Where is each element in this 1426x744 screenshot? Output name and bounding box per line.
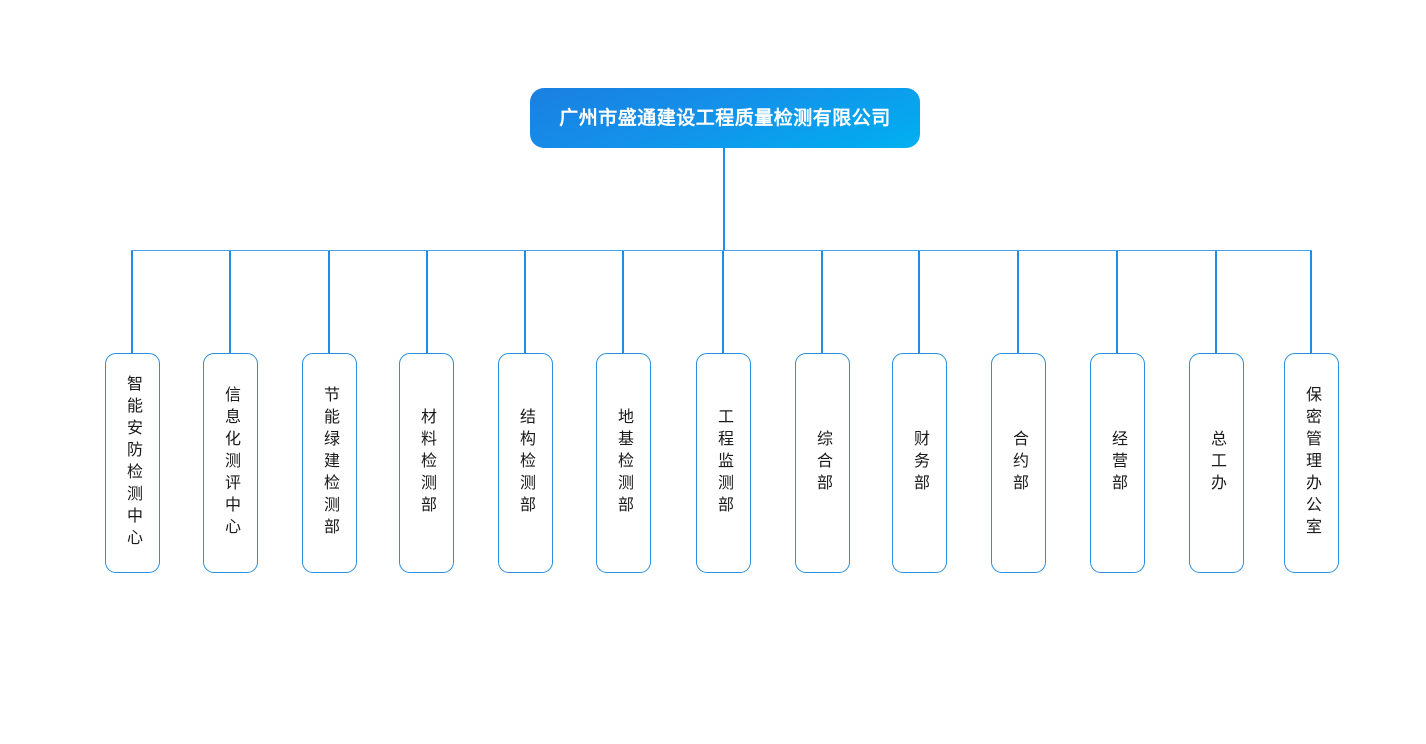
department-node-label: 节能绿建检测部 <box>321 386 338 540</box>
department-node-label: 财务部 <box>911 430 928 496</box>
department-node-10[interactable]: 合约部 <box>991 353 1046 573</box>
department-node-label: 综合部 <box>814 430 831 496</box>
department-node-label: 工程监测部 <box>715 408 732 518</box>
connector-drop-12 <box>1215 251 1217 355</box>
department-node-13[interactable]: 保密管理办公室 <box>1284 353 1339 573</box>
department-node-label: 信息化测评中心 <box>222 386 239 540</box>
connector-drop-7 <box>722 251 724 355</box>
department-node-label: 保密管理办公室 <box>1303 386 1320 540</box>
department-node-label: 合约部 <box>1010 430 1027 496</box>
department-node-7[interactable]: 工程监测部 <box>696 353 751 573</box>
connector-drop-10 <box>1017 251 1019 355</box>
connector-drop-6 <box>622 251 624 355</box>
department-node-11[interactable]: 经营部 <box>1090 353 1145 573</box>
department-node-label: 结构检测部 <box>517 408 534 518</box>
department-node-12[interactable]: 总工办 <box>1189 353 1244 573</box>
department-node-1[interactable]: 智能安防检测中心 <box>105 353 160 573</box>
org-root-label: 广州市盛通建设工程质量检测有限公司 <box>559 107 891 129</box>
department-node-5[interactable]: 结构检测部 <box>498 353 553 573</box>
department-node-label: 总工办 <box>1208 430 1225 496</box>
department-node-4[interactable]: 材料检测部 <box>399 353 454 573</box>
department-node-6[interactable]: 地基检测部 <box>596 353 651 573</box>
department-node-label: 智能安防检测中心 <box>124 375 141 551</box>
connector-drop-3 <box>328 251 330 355</box>
connector-drop-1 <box>131 251 133 355</box>
connector-drop-9 <box>918 251 920 355</box>
department-node-label: 地基检测部 <box>615 408 632 518</box>
connector-drop-2 <box>229 251 231 355</box>
department-node-9[interactable]: 财务部 <box>892 353 947 573</box>
connector-drop-13 <box>1310 251 1312 355</box>
connector-drop-5 <box>524 251 526 355</box>
department-node-3[interactable]: 节能绿建检测部 <box>302 353 357 573</box>
department-node-2[interactable]: 信息化测评中心 <box>203 353 258 573</box>
connector-drop-4 <box>426 251 428 355</box>
org-root-node[interactable]: 广州市盛通建设工程质量检测有限公司 <box>530 88 920 148</box>
connector-horizontal-bus <box>131 250 1312 251</box>
department-node-label: 经营部 <box>1109 430 1126 496</box>
connector-drop-11 <box>1116 251 1118 355</box>
connector-drop-8 <box>821 251 823 355</box>
department-node-8[interactable]: 综合部 <box>795 353 850 573</box>
department-node-label: 材料检测部 <box>418 408 435 518</box>
connector-root-drop <box>723 148 725 251</box>
